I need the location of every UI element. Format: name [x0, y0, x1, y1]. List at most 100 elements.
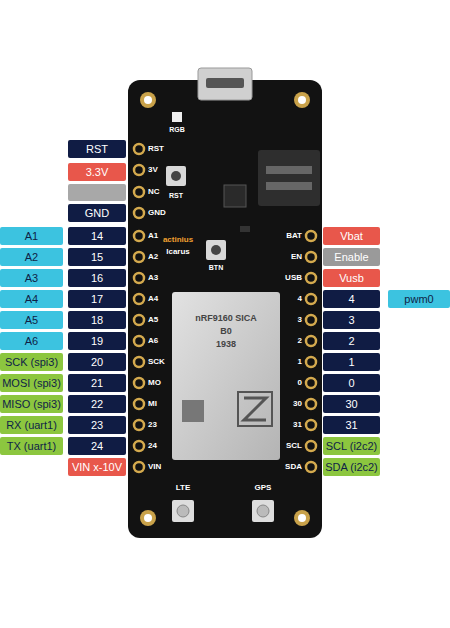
silkscreen-pin-name: RST	[148, 144, 164, 154]
mount-hole	[144, 514, 152, 522]
pin-label: 14	[91, 227, 103, 245]
pin-hole	[306, 399, 316, 409]
silkscreen-pin-name: NC	[148, 187, 160, 197]
battery-prong	[266, 182, 312, 190]
pin-hole	[306, 315, 316, 325]
silkscreen-pin-name: 4	[298, 294, 302, 304]
pin-number-box: 23	[68, 416, 126, 434]
module-marking: nRF9160 SICA	[195, 313, 257, 323]
bus-box: MOSI (spi3)	[0, 374, 63, 392]
pin-hole	[306, 294, 316, 304]
lte-connector	[172, 500, 194, 522]
pin-hole	[134, 399, 144, 409]
bus-box: RX (uart1)	[0, 416, 63, 434]
pin-label: A2	[25, 248, 38, 266]
mount-hole	[140, 92, 156, 108]
battery-prong	[266, 166, 312, 174]
nrf9160-module	[172, 292, 280, 460]
pin-label: 2	[348, 332, 354, 350]
rgb-led	[172, 112, 182, 122]
pin-hole	[306, 378, 316, 388]
mount-hole	[298, 514, 306, 522]
pin-label: Vbat	[340, 227, 363, 245]
power-box: VIN x-10V	[68, 458, 126, 476]
reset-button	[166, 166, 186, 186]
pin-hole	[134, 208, 144, 218]
pin-label: 15	[91, 248, 103, 266]
silkscreen-text: RST	[169, 191, 183, 201]
user-button	[206, 240, 226, 260]
component	[240, 226, 250, 232]
pin-label: RX (uart1)	[6, 416, 57, 434]
pin-label: TX (uart1)	[7, 437, 57, 455]
pin-label: 4	[348, 290, 354, 308]
pin-label: 23	[91, 416, 103, 434]
gps-connector	[252, 500, 274, 522]
silkscreen-text: GPS	[255, 483, 272, 493]
silkscreen-pin-name: 24	[148, 441, 157, 451]
pin-hole	[306, 273, 316, 283]
lte-connector	[177, 505, 189, 517]
silkscreen-pin-name: 23	[148, 420, 157, 430]
pin-label: 31	[345, 416, 357, 434]
silkscreen-pin-name: USB	[285, 273, 302, 283]
pin-hole	[134, 231, 144, 241]
pin-hole	[134, 336, 144, 346]
pin-number-box: 0	[323, 374, 380, 392]
module-logo	[238, 392, 272, 426]
pin-holes	[134, 144, 316, 472]
pin-hole	[306, 252, 316, 262]
bus-box: SDA (i2c2)	[323, 458, 380, 476]
pin-number-box: 31	[323, 416, 380, 434]
pin-hole	[134, 273, 144, 283]
pin-hole	[134, 378, 144, 388]
pin-label: 18	[91, 311, 103, 329]
mount-hole	[294, 92, 310, 108]
pin-number-box: 22	[68, 395, 126, 413]
module-marking: B0	[220, 326, 232, 336]
pin-label: pwm0	[404, 290, 433, 308]
silkscreen-pin-name: A6	[148, 336, 158, 346]
module-marking: 1938	[216, 339, 236, 349]
pin-label: A3	[25, 269, 38, 287]
silkscreen-pin-name: SCK	[148, 357, 165, 367]
silkscreen-pin-name: 0	[298, 378, 302, 388]
pin-label: Vusb	[339, 269, 364, 287]
silkscreen-pin-name: 3V	[148, 165, 158, 175]
silkscreen-pin-name: SDA	[285, 462, 302, 472]
pin-number-box: 21	[68, 374, 126, 392]
pin-number-box: 3	[323, 311, 380, 329]
pin-label: SDA (i2c2)	[325, 458, 378, 476]
gps-connector	[257, 505, 269, 517]
pin-number-box: 14	[68, 227, 126, 245]
analog-box: A6	[0, 332, 63, 350]
silkscreen-pin-name: GND	[148, 208, 166, 218]
pin-label: SCK (spi3)	[5, 353, 58, 371]
mount-hole	[140, 510, 156, 526]
pin-label: 16	[91, 269, 103, 287]
pin-label: 19	[91, 332, 103, 350]
analog-box: A3	[0, 269, 63, 287]
pin-name-box: RST	[68, 140, 126, 158]
chip	[224, 185, 246, 207]
analog-box: A5	[0, 311, 63, 329]
pin-label: 21	[91, 374, 103, 392]
silkscreen-pin-name: A1	[148, 231, 158, 241]
brand-text: actinius	[163, 235, 193, 245]
pin-label: 30	[345, 395, 357, 413]
bus-box: SCK (spi3)	[0, 353, 63, 371]
pin-label: MISO (spi3)	[2, 395, 61, 413]
pin-number-box: 16	[68, 269, 126, 287]
mount-hole	[294, 510, 310, 526]
pin-hole	[134, 252, 144, 262]
pin-number-box: 18	[68, 311, 126, 329]
pin-label: 24	[91, 437, 103, 455]
silkscreen-pin-name: EN	[291, 252, 302, 262]
pin-label: GND	[85, 204, 109, 222]
silkscreen-pin-name: A4	[148, 294, 158, 304]
power-box: 3.3V	[68, 163, 126, 181]
pin-label: A6	[25, 332, 38, 350]
pin-number-box: 19	[68, 332, 126, 350]
pin-number-box: 24	[68, 437, 126, 455]
pin-number-box: 30	[323, 395, 380, 413]
